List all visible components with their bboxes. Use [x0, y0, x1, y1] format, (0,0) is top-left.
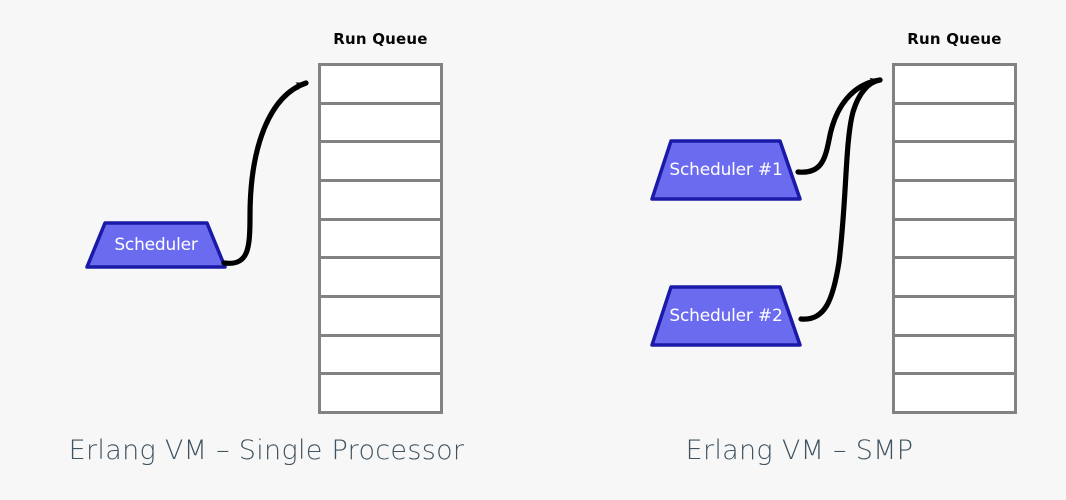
- arrow-scheduler-1-to-queue: [795, 77, 883, 175]
- queue-cell: [318, 217, 443, 260]
- queue-cell: [318, 372, 443, 415]
- run-queue-title: Run Queue: [907, 30, 1002, 48]
- queue-cell: [892, 217, 1017, 260]
- queue-cell: [892, 101, 1017, 144]
- scheduler-2-shape[interactable]: Scheduler #2: [650, 285, 802, 347]
- queue-cell: [318, 101, 443, 144]
- run-queue: [892, 63, 1017, 415]
- trapezoid-icon: [85, 221, 227, 269]
- run-queue-title: Run Queue: [333, 30, 428, 48]
- scheduler-1-shape[interactable]: Scheduler #1: [650, 139, 802, 201]
- queue-cell: [892, 333, 1017, 376]
- queue-cell: [892, 256, 1017, 299]
- panel-caption: Erlang VM – SMP: [685, 435, 914, 466]
- queue-cell: [892, 179, 1017, 221]
- queue-cell: [892, 140, 1017, 183]
- panel-single-processor: Run Queue Scheduler Erlang VM – Single P…: [68, 30, 465, 466]
- queue-cell: [318, 179, 443, 221]
- panel-caption: Erlang VM – Single Processor: [68, 435, 465, 466]
- queue-cell: [318, 295, 443, 337]
- arrow-layer: [221, 80, 309, 266]
- trapezoid-icon: [650, 139, 802, 201]
- queue-cell: [892, 295, 1017, 337]
- queue-cell: [892, 63, 1017, 105]
- arrow-scheduler-2-to-queue: [798, 77, 883, 322]
- queue-cell: [318, 140, 443, 183]
- panel-smp: Run Queue Scheduler #1 Scheduler #2 Erla…: [533, 0, 1066, 500]
- trapezoid-icon: [650, 285, 802, 347]
- queue-cell: [318, 333, 443, 376]
- queue-cell: [318, 256, 443, 299]
- run-queue: [318, 63, 443, 415]
- queue-cell: [318, 63, 443, 105]
- scheduler-shape[interactable]: Scheduler: [85, 221, 227, 269]
- arrow-scheduler-to-queue: [221, 80, 309, 266]
- queue-cell: [892, 372, 1017, 415]
